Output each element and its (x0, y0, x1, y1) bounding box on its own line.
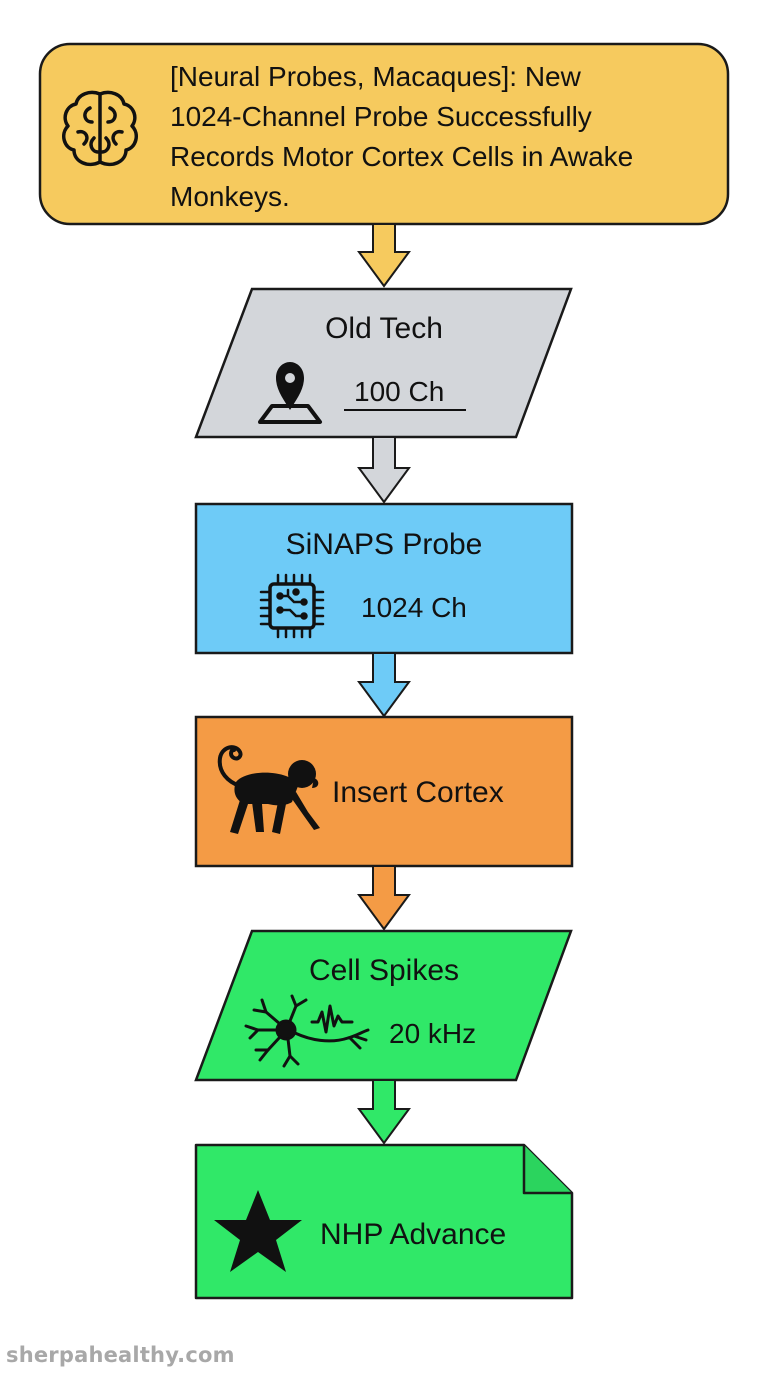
insert-title: Insert Cortex (332, 776, 504, 809)
header-node: [Neural Probes, Macaques]: New 1024-Chan… (38, 42, 730, 226)
header-line-1: [Neural Probes, Macaques]: New (170, 61, 582, 92)
sinaps-title: SiNAPS Probe (286, 528, 483, 561)
neuron-icon (244, 994, 370, 1068)
header-line-4: Monkeys. (170, 181, 290, 212)
watermark-text: sherpahealthy.com (6, 1343, 235, 1367)
sinaps-value: 1024 Ch (361, 592, 467, 623)
brain-icon (62, 90, 138, 167)
arrow-sinaps-to-insert (357, 652, 411, 718)
arrow-spikes-to-advance (357, 1079, 411, 1145)
old-tech-value: 100 Ch (354, 376, 444, 407)
chip-icon (259, 573, 325, 639)
spikes-node: Cell Spikes 20 kHz (194, 929, 573, 1082)
advance-node: NHP Advance (194, 1143, 574, 1300)
sinaps-node: SiNAPS Probe 1024 Ch (194, 502, 574, 655)
advance-title: NHP Advance (320, 1218, 506, 1251)
star-icon (214, 1190, 302, 1272)
arrow-old-tech-to-sinaps (357, 436, 411, 504)
header-line-2: 1024-Channel Probe Successfully (170, 101, 592, 132)
header-line-3: Records Motor Cortex Cells in Awake (170, 141, 633, 172)
old-tech-node: Old Tech 100 Ch (194, 287, 573, 439)
spikes-value: 20 kHz (389, 1018, 476, 1049)
arrow-header-to-old-tech (357, 223, 411, 288)
arrow-insert-to-spikes (357, 865, 411, 931)
insert-node: Insert Cortex (194, 715, 574, 868)
monkey-icon (217, 745, 320, 834)
map-pin-icon (258, 362, 322, 424)
old-tech-title: Old Tech (325, 312, 443, 345)
spikes-title: Cell Spikes (309, 954, 459, 987)
